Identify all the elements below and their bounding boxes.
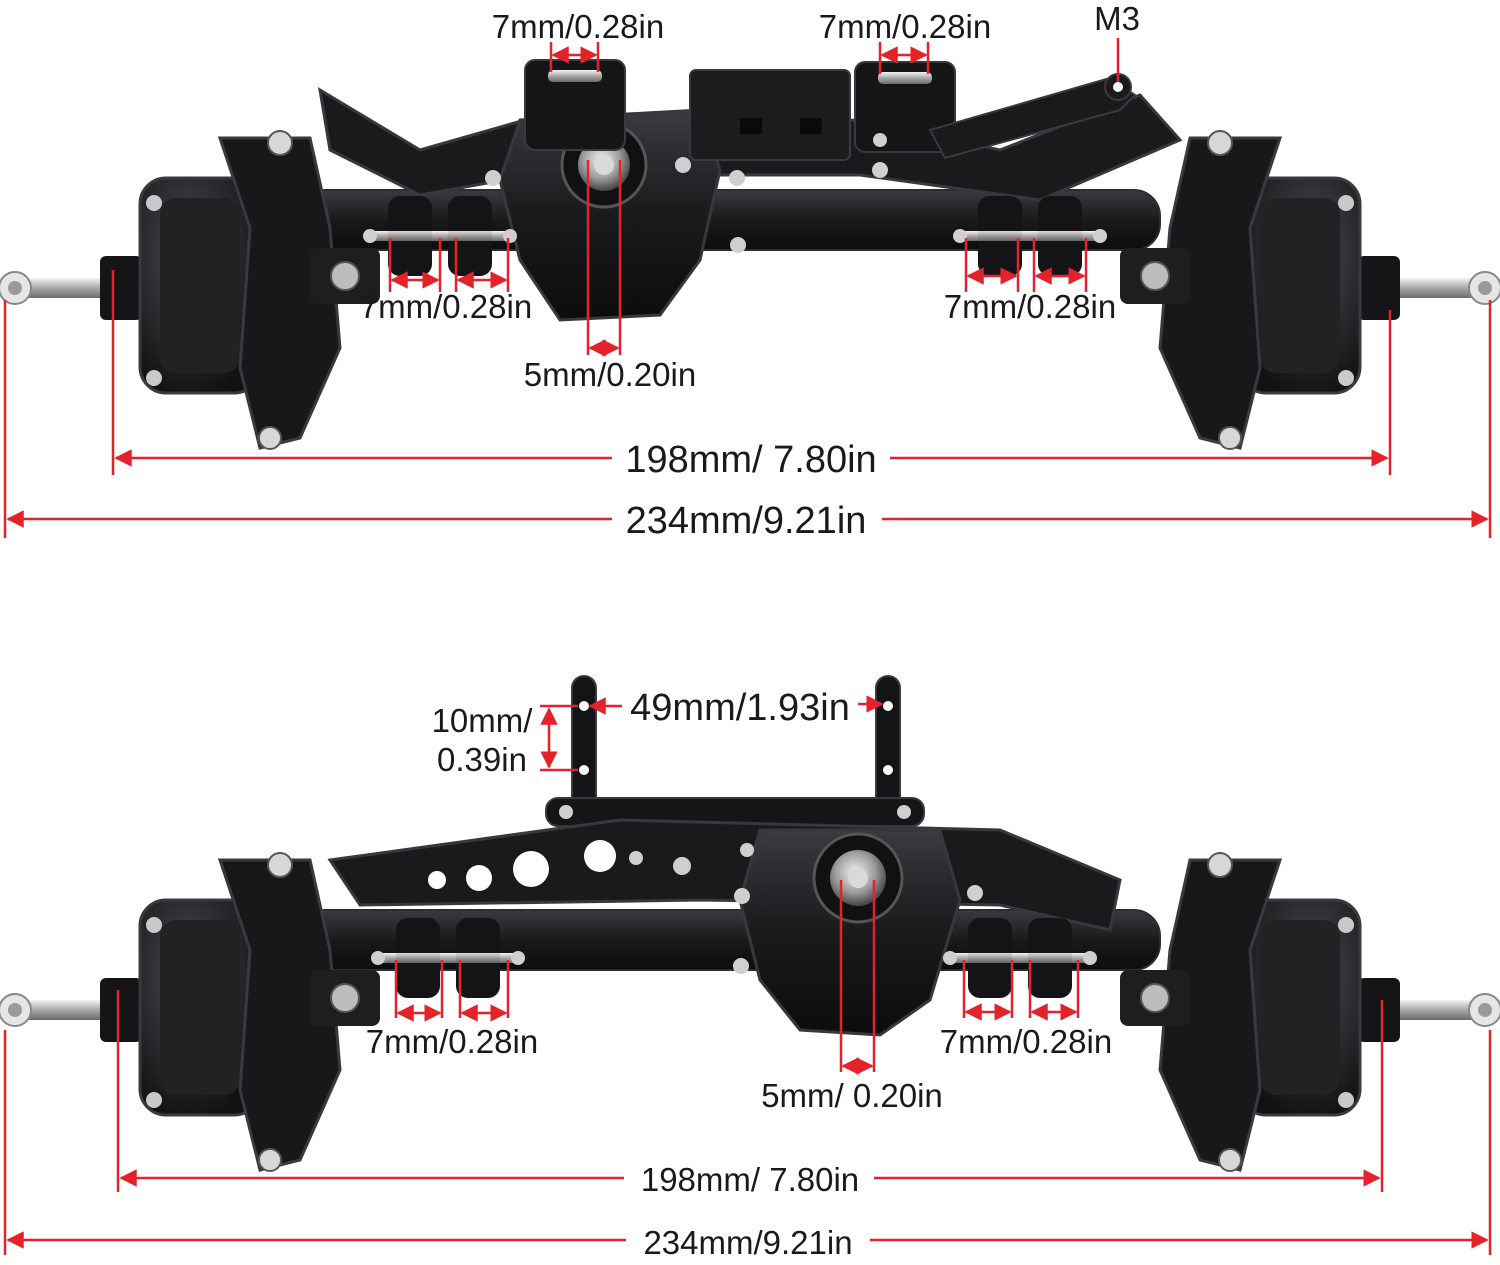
top-left-pin-label: 7mm/0.28in	[492, 8, 664, 45]
top-axle-labels: 7mm/0.28in 7mm/0.28in M3 7mm/0.28in 7mm/…	[360, 0, 1140, 542]
mount-hole-label: M3	[1094, 0, 1140, 37]
hex-width-label: 198mm/ 7.80in	[641, 1161, 859, 1198]
top-axle-dimensions	[3, 38, 1492, 538]
total-width-label: 234mm/9.21in	[643, 1224, 852, 1261]
bottom-right-pins-label: 7mm/0.28in	[940, 1023, 1112, 1060]
top-axle-illustration	[0, 59, 1500, 451]
servo-mount-span-label: 49mm/1.93in	[630, 687, 850, 729]
bottom-left-pins-label: 7mm/0.28in	[366, 1023, 538, 1060]
bottom-axle-labels: 10mm/ 0.39in 49mm/1.93in 7mm/0.28in 7mm/…	[366, 687, 1112, 1261]
bottom-right-pins-label: 7mm/0.28in	[944, 288, 1116, 325]
servo-mount-hole-label-in: 0.39in	[437, 741, 527, 778]
total-width-label: 234mm/9.21in	[626, 500, 867, 542]
top-right-pin-label: 7mm/0.28in	[819, 8, 991, 45]
bottom-left-pins-label: 7mm/0.28in	[360, 288, 532, 325]
bottom-axle-dimensions	[3, 695, 1492, 1255]
pinion-label: 5mm/0.20in	[524, 356, 696, 393]
hex-width-label: 198mm/ 7.80in	[625, 439, 876, 481]
bottom-axle-illustration	[0, 675, 1500, 1173]
servo-mount-hole-label: 10mm/	[432, 702, 534, 739]
pinion-label: 5mm/ 0.20in	[761, 1077, 943, 1114]
